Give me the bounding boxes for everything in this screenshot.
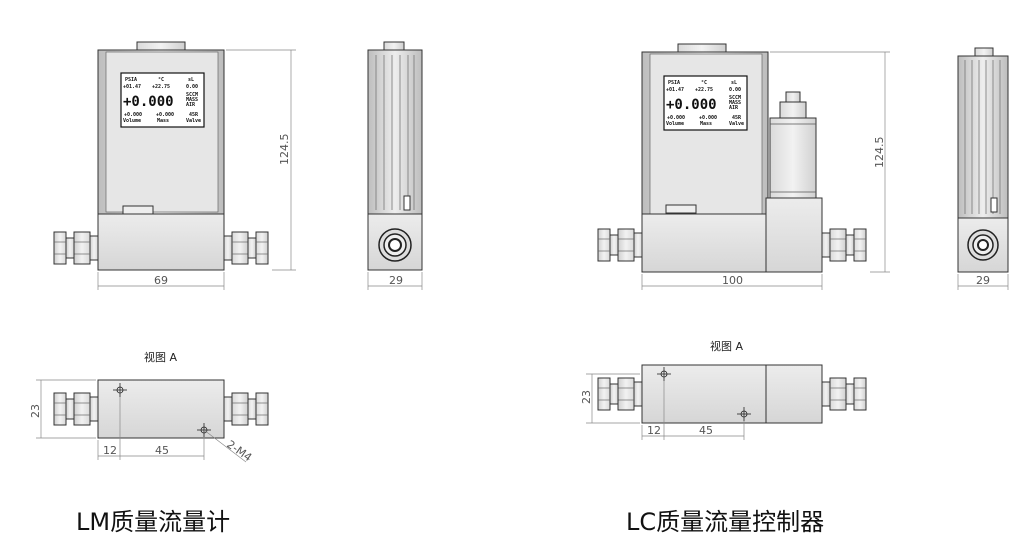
lc-lcd-top-label-3: sL: [731, 80, 737, 86]
lm-va-offset-dim: 12: [103, 444, 117, 457]
lc-lcd-top-value-1: +01.47: [666, 87, 684, 93]
lc-lcd-top-value-2: +22.75: [695, 87, 713, 93]
lm-lcd-main-value: +0.000: [123, 94, 174, 110]
lm-lcd-top-label-1: PSIA: [125, 77, 137, 83]
lc-lcd-bottom-label-3: Valve: [729, 121, 744, 127]
lc-height-dim: 124.5: [873, 137, 886, 169]
lc-view-a: 视图 A 23 12 45: [580, 339, 867, 440]
lm-side-view: 29: [367, 41, 423, 290]
lc-lcd-bottom-label-1: Volume: [666, 121, 684, 127]
lc-lcd-bottom-value-3: 45R: [732, 115, 742, 121]
lm-lcd-top-label-2: °C: [158, 77, 164, 83]
lc-lcd-bottom-value-2: +0.000: [699, 115, 717, 121]
lm-lcd-top-value-2: +22.75: [152, 84, 170, 90]
lm-thread-label: 2-M4: [224, 438, 254, 464]
lc-lcd-screen: [663, 75, 748, 131]
lc-lcd-bottom-value-1: +0.000: [667, 115, 685, 121]
lc-lcd-side-label-3: AIR: [729, 105, 739, 111]
lc-width-dim: 100: [722, 274, 743, 287]
lm-lcd-bottom-label-1: Volume: [123, 118, 141, 124]
lc-lcd-bottom-label-2: Mass: [700, 121, 712, 127]
lm-caption: LM质量流量计: [76, 508, 230, 536]
lm-height-dim: 124.5: [278, 134, 291, 166]
lm-lcd-bottom-label-2: Mass: [157, 118, 169, 124]
lm-side-dim: 29: [389, 274, 403, 287]
lm-lcd-bottom-value-2: +0.000: [156, 112, 174, 118]
lc-front-view: PSIA °C sL +01.47 +22.75 0.00 +0.000 SCC…: [597, 43, 890, 290]
lm-lcd-top-value-1: +01.47: [123, 84, 141, 90]
lm-lcd-top-value-3: 0.00: [186, 84, 198, 90]
lc-va-span-dim: 45: [699, 424, 713, 437]
lm-front-view: PSIA °C sL +01.47 +22.75 0.00 +0.000 SCC…: [53, 41, 296, 290]
lc-lcd-side-label-1: SCCM: [729, 95, 741, 101]
lm-lcd-screen: [120, 72, 205, 128]
lm-lcd-bottom-label-3: Valve: [186, 118, 201, 124]
lm-lcd-bottom-value-1: +0.000: [124, 112, 142, 118]
lm-lcd-side-label-2: MASS: [186, 97, 198, 103]
lc-side-view: 29: [957, 47, 1009, 290]
lc-va-height-dim: 23: [580, 390, 593, 404]
lm-view-a: 视图 A 2-M4 23 12 45: [29, 350, 269, 464]
lm-width-dim: 69: [154, 274, 168, 287]
lc-lcd-top-value-3: 0.00: [729, 87, 741, 93]
lm-va-height-dim: 23: [29, 404, 42, 418]
lc-va-offset-dim: 12: [647, 424, 661, 437]
lm-lcd-top-label-3: sL: [188, 77, 194, 83]
lc-lcd-top-label-2: °C: [701, 80, 707, 86]
lm-view-label: 视图 A: [144, 350, 177, 364]
lm-lcd-bottom-value-3: 45R: [189, 112, 199, 118]
lc-side-dim: 29: [976, 274, 990, 287]
lm-lcd-side-label-1: SCCM: [186, 92, 198, 98]
lc-lcd-main-value: +0.000: [666, 97, 717, 113]
lm-lcd-side-label-3: AIR: [186, 102, 196, 108]
lc-view-label: 视图 A: [710, 339, 743, 353]
lc-lcd-side-label-2: MASS: [729, 100, 741, 106]
lm-va-span-dim: 45: [155, 444, 169, 457]
lc-lcd-top-label-1: PSIA: [668, 80, 680, 86]
lc-caption: LC质量流量控制器: [626, 508, 824, 536]
